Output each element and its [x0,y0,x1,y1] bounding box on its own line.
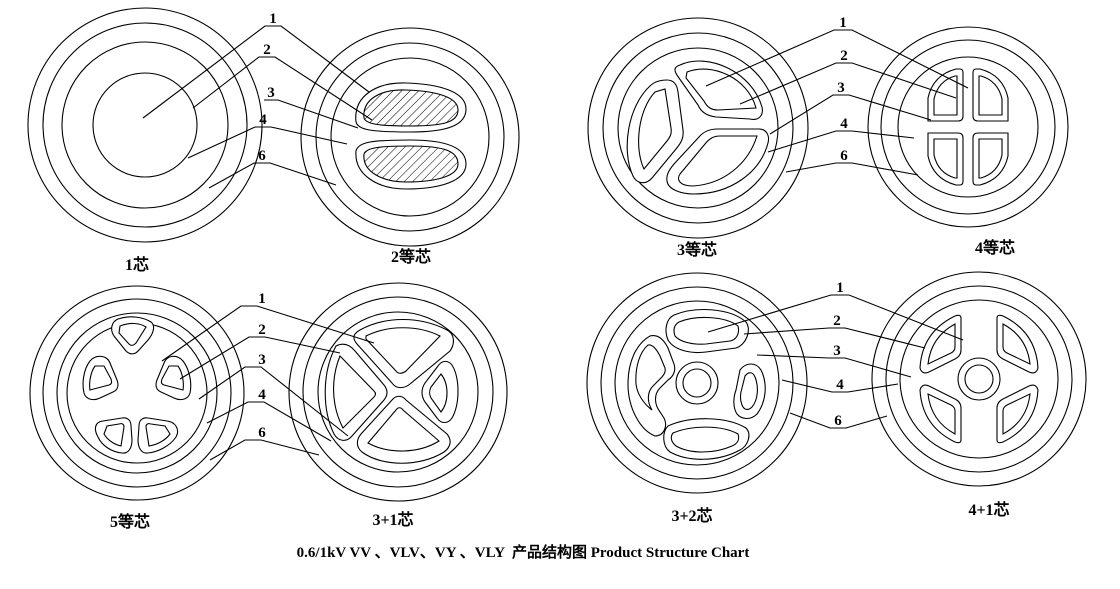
callout-numbers-3: 1 2 3 4 6 [258,291,266,441]
callout-number: 6 [258,425,266,441]
conductor [733,363,766,420]
callout-number: 3 [267,85,275,101]
callout-numbers-1: 1 2 3 4 6 [258,11,277,164]
callouts-1 [142,25,373,189]
callout-number: 4 [259,112,267,128]
group-3c-4c: 1 2 3 4 6 3等芯 4等芯 [587,15,1069,259]
conductor [927,132,964,186]
cable-label-4p1: 4+1芯 [968,500,1009,519]
callout-number: 1 [839,15,847,31]
conductor [353,318,454,389]
callout-number: 6 [258,148,266,164]
conductor [111,316,155,355]
conductor [919,314,962,374]
callout-number: 4 [836,377,844,393]
cable-label-1c: 1芯 [125,255,149,274]
chart-title: 0.6/1kV VV 、VLV、VY 、VLY 产品结构图 Product St… [297,543,750,561]
conductor [665,309,749,354]
conductor [94,417,133,454]
cable-label-4c: 4等芯 [975,238,1015,257]
conductor [82,355,119,401]
cable-label-3c: 3等芯 [677,240,717,259]
conductor [356,395,451,464]
callouts-2 [705,29,969,176]
callout-number: 2 [258,322,266,338]
cable-3c [587,17,809,239]
cable-1c [27,7,263,243]
group-1c-2c: 1 2 3 4 6 1芯 2等芯 [27,7,520,274]
conductor [137,417,179,454]
conductor [155,355,192,401]
callout-number: 4 [840,116,848,132]
callouts-4 [707,294,964,429]
callout-number: 3 [837,80,845,96]
cable-4c [867,26,1069,228]
conductor [666,128,770,195]
conductor [996,384,1039,444]
group-3p2-4p1: 1 2 3 4 6 3+2芯 4+1芯 [586,271,1087,525]
callout-number: 1 [258,291,266,307]
callout-numbers-4: 1 2 3 4 6 [833,280,844,429]
callout-number: 3 [833,343,841,359]
conductor [972,132,1009,186]
conductor [626,79,684,184]
cable-2c [300,27,520,247]
callout-number: 2 [840,48,848,64]
callout-number: 6 [840,148,848,164]
callout-number: 1 [836,280,844,296]
conductor [919,384,962,444]
callout-number: 3 [258,352,266,368]
conductor [674,60,763,120]
group-5c-3p1: 1 2 3 4 6 5等芯 3+1芯 [29,282,508,531]
cable-label-2c: 2等芯 [391,247,431,266]
callout-number: 2 [263,42,271,58]
conductor [324,343,388,441]
callouts-3 [161,305,375,461]
callout-numbers-2: 1 2 3 4 6 [837,15,848,164]
cable-label-5c: 5等芯 [110,512,150,531]
conductor [972,68,1009,122]
conductor [996,314,1039,374]
cable-label-3p1: 3+1芯 [372,510,413,529]
callout-number: 6 [834,413,842,429]
callout-number: 1 [269,11,277,27]
callout-number: 2 [833,313,841,329]
cable-label-3p2: 3+2芯 [671,506,712,525]
conductor [627,335,676,437]
cable-4p1 [871,271,1087,487]
cable-3p2 [586,272,808,494]
cable-5c [29,285,245,501]
conductor [663,418,750,460]
cable-3p1 [288,282,508,502]
conductor [421,360,459,424]
callout-number: 4 [258,387,266,403]
